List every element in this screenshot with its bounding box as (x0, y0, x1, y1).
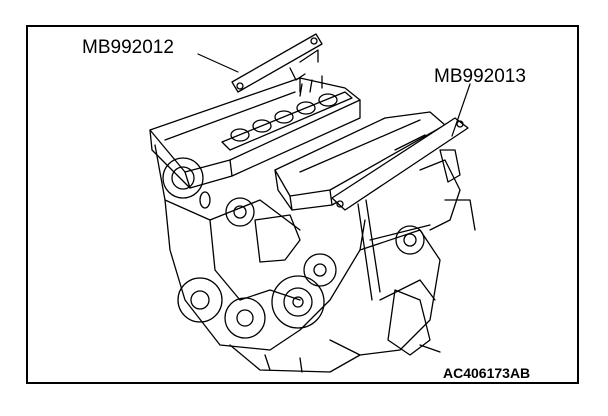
alternator-side (387, 159, 476, 356)
oil-pan (229, 344, 361, 373)
callout-label-mb992013: MB992013 (434, 66, 526, 87)
callout-leader-2 (451, 83, 471, 137)
figure-frame (26, 25, 579, 384)
tool-bracket-mb992012 (231, 33, 323, 93)
callout-label-mb992012: MB992012 (82, 37, 174, 58)
cam-sprockets (162, 157, 255, 227)
intake-ports (221, 75, 353, 151)
callout-leader-1 (197, 53, 239, 73)
figure-id-label: AC406173AB (443, 365, 531, 381)
pulleys (177, 253, 337, 339)
